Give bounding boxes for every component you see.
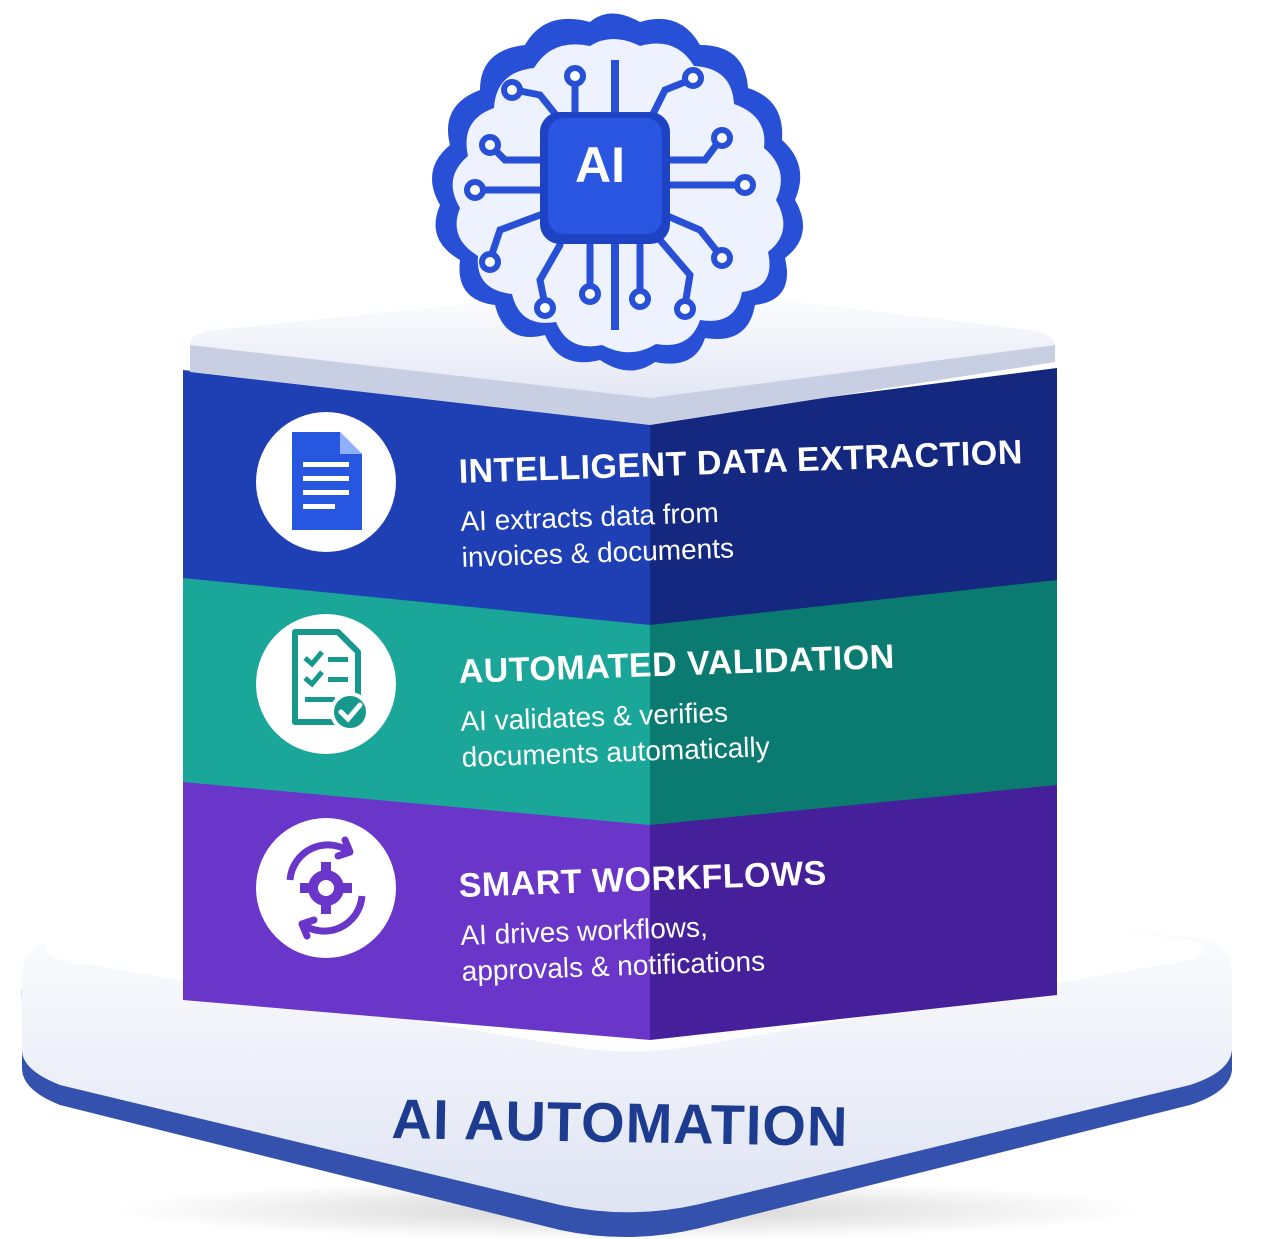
circuit-lines <box>476 76 744 309</box>
circuit-nodes <box>464 65 756 320</box>
layer-2-text: AUTOMATED VALIDATION AI validates & veri… <box>458 637 898 776</box>
brain-icon <box>432 13 803 371</box>
layer-description: AI validates & verifies documents automa… <box>460 689 898 776</box>
ai-chip-label: AI <box>575 137 625 193</box>
layer-1-text: INTELLIGENT DATA EXTRACTION AI extracts … <box>458 432 1026 576</box>
gear-cycle-icon <box>286 836 366 940</box>
layer-description: AI drives workflows, approvals & notific… <box>460 905 831 990</box>
icon-badge-validation <box>256 614 396 754</box>
document-check-icon <box>292 629 370 732</box>
document-icon <box>292 432 362 530</box>
icon-badge-document <box>256 412 396 552</box>
icon-badge-workflows <box>256 818 396 958</box>
layer-3-text: SMART WORKFLOWS AI drives workflows, app… <box>458 853 830 990</box>
